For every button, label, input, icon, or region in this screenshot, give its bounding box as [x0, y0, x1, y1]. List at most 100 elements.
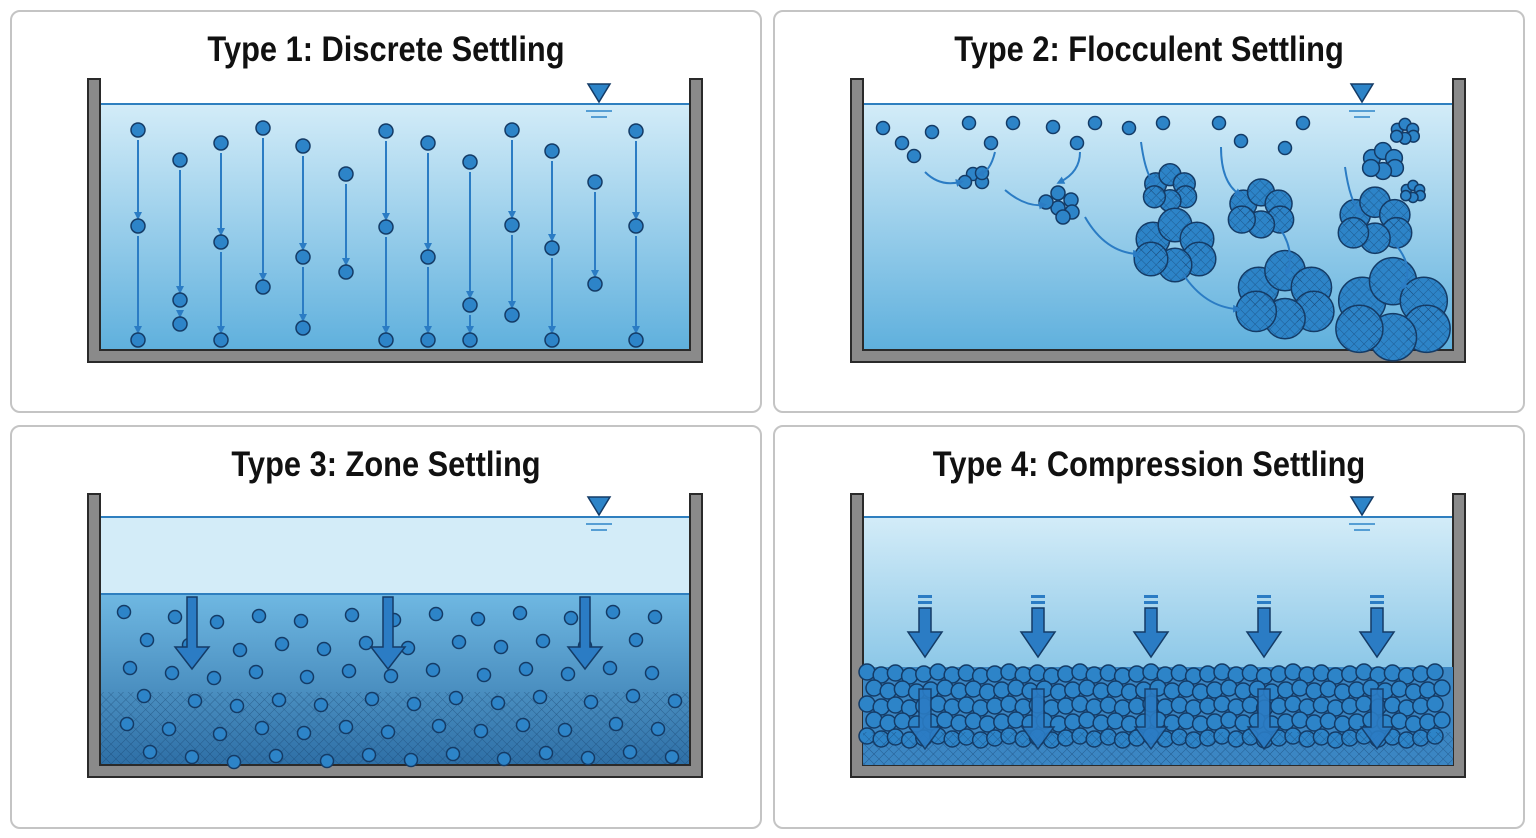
sludge-floc-icon — [1057, 697, 1075, 715]
particle-icon — [255, 279, 271, 295]
sludge-floc-icon — [1433, 679, 1451, 697]
floc-path-arrow-icon — [1344, 166, 1363, 215]
water-body — [100, 104, 690, 350]
panel-zone-settling: Type 3: Zone Settling — [10, 425, 762, 829]
particle-icon — [209, 614, 225, 630]
particle-icon — [557, 722, 573, 738]
water-level-icon — [586, 496, 612, 531]
sludge-floc-icon — [1319, 680, 1338, 698]
sludge-floc-icon — [1071, 695, 1089, 713]
floc-icon — [1361, 141, 1405, 181]
floc-icon — [1142, 163, 1198, 213]
particle-icon — [142, 744, 158, 760]
floc-icon — [1337, 186, 1413, 255]
particle-icon — [605, 604, 621, 620]
particle-icon — [544, 332, 560, 348]
sludge-floc-icon — [1170, 696, 1189, 714]
sludge-floc-icon — [1000, 695, 1018, 713]
floc-path-arrow-icon — [976, 151, 996, 178]
particle-icon — [268, 748, 284, 764]
sludge-floc-icon — [1341, 665, 1359, 683]
sludge-floc-icon — [1213, 663, 1231, 681]
particle-icon — [1121, 120, 1137, 136]
particle-icon — [445, 746, 461, 762]
particle-icon — [462, 332, 478, 348]
zone-settling-arrow-icon — [566, 596, 604, 671]
sludge-floc-icon — [1291, 711, 1309, 729]
sludge-floc-icon — [1199, 665, 1217, 683]
particle-icon — [122, 660, 138, 676]
compression-arrow-icon — [1019, 595, 1057, 751]
sludge-floc-icon — [1270, 665, 1288, 683]
particle-icon — [493, 639, 509, 655]
sludge-floc-icon — [1078, 679, 1096, 697]
particle-icon — [1233, 133, 1249, 149]
particle-icon — [1277, 140, 1293, 156]
floc-icon — [1400, 179, 1426, 204]
sludge-floc-icon — [1319, 712, 1338, 730]
floc-path-arrow-icon — [1182, 273, 1241, 313]
particle-icon — [378, 332, 394, 348]
particle-icon — [448, 690, 464, 706]
sludge-floc-icon — [1106, 712, 1125, 730]
particle-icon — [232, 642, 248, 658]
sludge-floc-icon — [1078, 711, 1096, 729]
particle-icon — [380, 724, 396, 740]
particle-icon — [894, 135, 910, 151]
tank-wall — [87, 78, 703, 363]
particle-icon — [490, 695, 506, 711]
sludge-floc-icon — [986, 665, 1004, 683]
sludge-floc-icon — [915, 665, 933, 683]
sludge-floc-icon — [1412, 665, 1430, 683]
particle-icon — [644, 665, 660, 681]
particle-icon — [184, 749, 200, 765]
floc-icon — [1335, 256, 1451, 362]
particle-icon — [602, 660, 618, 676]
particle-icon — [274, 636, 290, 652]
zone-settling-arrow-icon — [369, 596, 407, 671]
particle-icon — [338, 264, 354, 280]
particle-icon — [254, 720, 270, 736]
particle-icon — [470, 611, 486, 627]
particle-icon — [667, 693, 683, 709]
particle-icon — [378, 123, 394, 139]
tank-wall — [850, 78, 1466, 363]
sludge-floc-icon — [1412, 697, 1430, 715]
sludge-floc-icon — [1426, 663, 1444, 681]
particle-icon — [560, 666, 576, 682]
particle-icon — [364, 691, 380, 707]
particle-icon — [420, 249, 436, 265]
tank-compression-diagram — [850, 493, 1466, 778]
particle-icon — [504, 217, 520, 233]
particle-icon — [647, 609, 663, 625]
sludge-floc-icon — [1028, 664, 1047, 682]
particle-icon — [628, 218, 644, 234]
sludge-floc-icon — [1383, 664, 1402, 682]
particle-icon — [344, 607, 360, 623]
sludge-floc-icon — [1241, 664, 1260, 682]
sludge-floc-icon — [1383, 696, 1402, 714]
particle-icon — [650, 721, 666, 737]
particle-icon — [1155, 115, 1171, 131]
particle-icon — [296, 725, 312, 741]
particle-icon — [1050, 185, 1066, 201]
particle-icon — [535, 633, 551, 649]
particle-icon — [462, 154, 478, 170]
tank-zone-diagram — [87, 493, 703, 778]
particle-icon — [906, 148, 922, 164]
floc-path-arrow-icon — [1280, 229, 1293, 276]
sludge-floc-icon — [886, 664, 905, 682]
compression-arrow-icon — [1132, 595, 1170, 751]
particle-icon — [172, 316, 188, 332]
particle-icon — [293, 613, 309, 629]
particle-icon — [295, 320, 311, 336]
particle-icon — [383, 668, 399, 684]
floc-path-arrow-icon — [1004, 189, 1047, 210]
particle-icon — [136, 688, 152, 704]
tank-discrete-diagram — [87, 78, 703, 363]
sludge-floc-icon — [1099, 696, 1118, 714]
panel-flocculent-settling: Type 2: Flocculent Settling — [773, 10, 1525, 413]
particle-icon — [341, 663, 357, 679]
sludge-floc-icon — [858, 695, 876, 713]
particle-icon — [420, 135, 436, 151]
